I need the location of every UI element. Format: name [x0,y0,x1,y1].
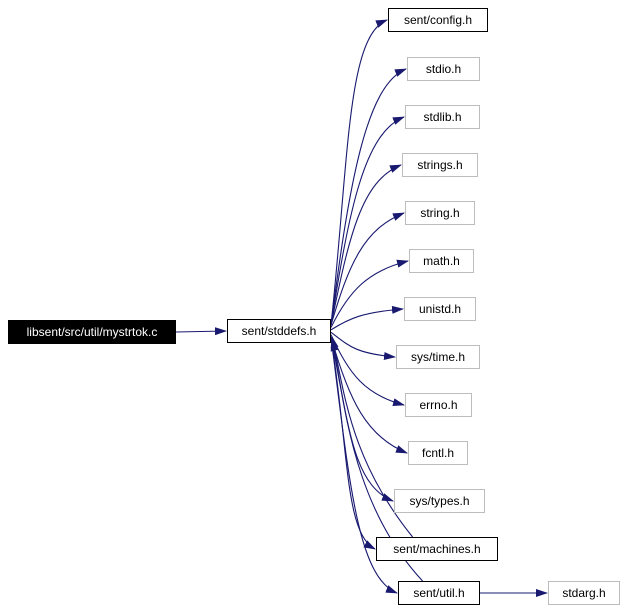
graph-node-config[interactable]: sent/config.h [388,8,488,32]
edge-stddefs-string [330,212,405,326]
graph-node-mystrtok: libsent/src/util/mystrtok.c [8,320,176,344]
edge-stddefs-math [330,259,409,328]
edge-stddefs-systime [330,331,396,360]
node-label: sent/machines.h [393,542,481,556]
node-label: sys/time.h [410,350,465,364]
node-label: sys/types.h [409,494,470,508]
node-label: unistd.h [418,302,462,316]
edge-stddefs-stdio [330,68,407,326]
graph-node-stddefs[interactable]: sent/stddefs.h [227,319,331,343]
graph-node-string: string.h [405,201,475,225]
node-label: sent/config.h [403,13,473,27]
edge-stddefs-util [330,336,398,594]
graph-node-stdlib: stdlib.h [405,105,480,129]
node-label: errno.h [419,398,458,412]
graph-node-stdarg: stdarg.h [548,581,620,605]
edge-stddefs-unistd [330,305,404,331]
node-label: sent/stddefs.h [241,324,317,338]
graph-node-machines[interactable]: sent/machines.h [376,537,498,561]
graph-node-math: math.h [409,249,474,273]
graph-node-stdio: stdio.h [407,57,480,81]
edge-mystrtok-stddefs [175,327,227,336]
node-label: fcntl.h [421,446,454,460]
graph-node-systime: sys/time.h [396,345,480,369]
node-label: libsent/src/util/mystrtok.c [26,325,158,339]
graph-node-util[interactable]: sent/util.h [398,581,480,605]
node-label: stdarg.h [562,586,606,600]
node-label: sent/util.h [413,586,465,600]
node-label: math.h [423,254,460,268]
edge-stddefs-machines [330,336,376,550]
graph-node-fcntl: fcntl.h [408,441,468,465]
node-label: strings.h [417,158,463,172]
edge-stddefs-fcntl [330,336,408,454]
graph-node-errno: errno.h [405,393,472,417]
node-label: stdlib.h [423,110,462,124]
edge-stddefs-stdlib [330,116,405,326]
graph-node-unistd: unistd.h [404,297,476,321]
edge-stddefs-config [330,19,388,326]
node-label: string.h [420,206,460,220]
edge-stddefs-strings [330,164,402,326]
graph-node-systypes: sys/types.h [394,489,485,513]
edge-machines-stddefs [330,336,414,538]
node-label: stdio.h [425,62,462,76]
graph-node-strings: strings.h [402,153,478,177]
